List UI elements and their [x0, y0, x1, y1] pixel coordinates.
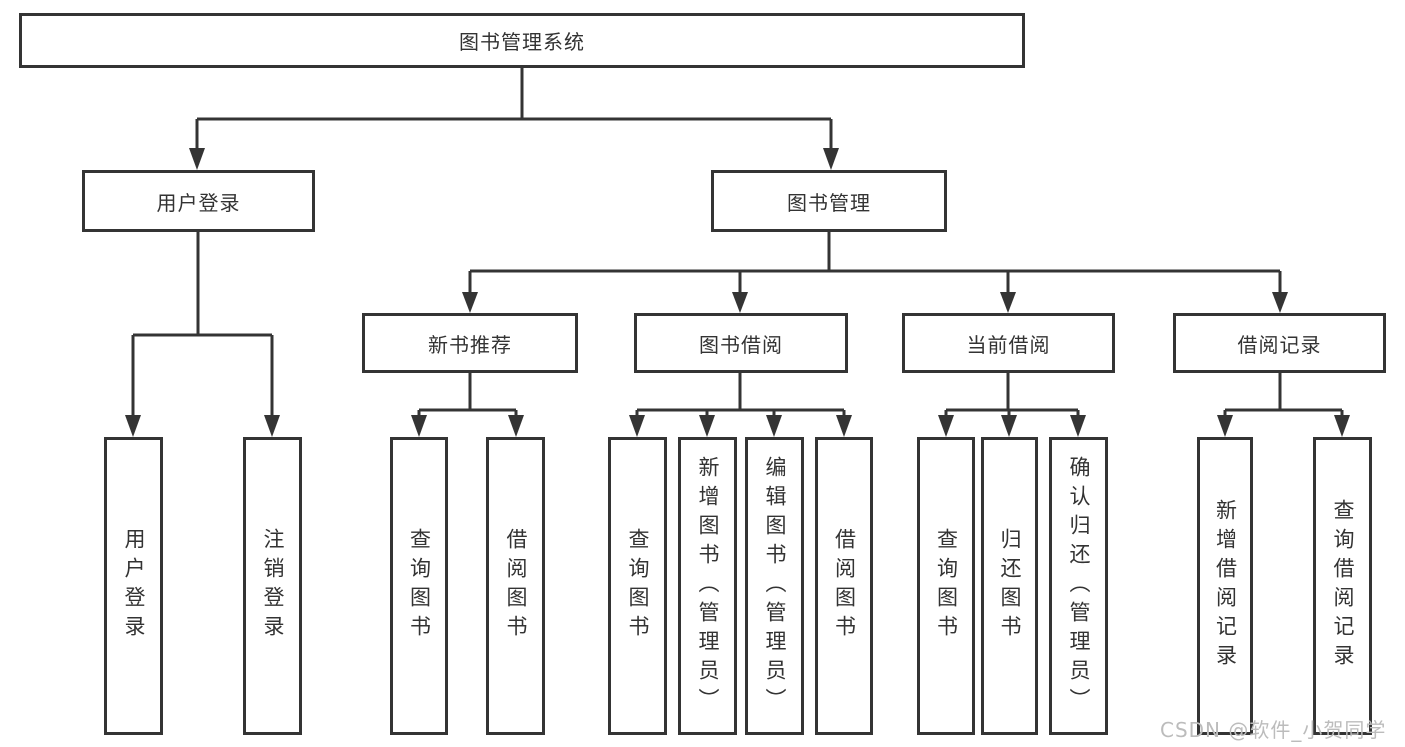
node-root: 图书管理系统 [19, 13, 1025, 68]
leaf-recommend-borrow-books: 借阅图书 [486, 437, 545, 735]
watermark: CSDN @软件_小贺同学 [1160, 718, 1387, 742]
node-borrow-records: 借阅记录 [1173, 313, 1386, 373]
leaf-current-query-books-label: 查询图书 [934, 528, 959, 644]
node-book-borrow-label: 图书借阅 [699, 332, 783, 357]
leaf-edit-book-admin-label: 编辑图书（管理员） [763, 455, 787, 717]
leaf-borrow-query-books: 查询图书 [608, 437, 667, 735]
leaf-add-book-admin: 新增图书（管理员） [678, 437, 737, 735]
leaf-return-books-label: 归还图书 [998, 528, 1022, 644]
node-new-book-recommend: 新书推荐 [362, 313, 578, 373]
leaf-recommend-query-books: 查询图书 [390, 437, 448, 735]
node-user-login: 用户登录 [82, 170, 315, 232]
leaf-logout: 注销登录 [243, 437, 302, 735]
leaf-query-borrow-record-label: 查询借阅记录 [1331, 499, 1355, 673]
node-book-borrow: 图书借阅 [634, 313, 848, 373]
node-root-label: 图书管理系统 [459, 30, 585, 54]
leaf-borrow-query-books-label: 查询图书 [626, 528, 650, 644]
leaf-confirm-return-admin-label: 确认归还（管理员） [1067, 455, 1091, 717]
leaf-confirm-return-admin: 确认归还（管理员） [1049, 437, 1108, 735]
node-book-management-label: 图书管理 [787, 190, 871, 215]
leaf-add-borrow-record-label: 新增借阅记录 [1213, 499, 1238, 673]
leaf-borrow-borrow-books-label: 借阅图书 [832, 528, 857, 644]
node-current-borrow-label: 当前借阅 [966, 332, 1051, 357]
leaf-user-login: 用户登录 [104, 437, 163, 735]
node-book-management: 图书管理 [711, 170, 947, 232]
node-user-login-label: 用户登录 [156, 190, 241, 215]
leaf-return-books: 归还图书 [981, 437, 1038, 735]
node-new-book-recommend-label: 新书推荐 [428, 332, 512, 357]
node-borrow-records-label: 借阅记录 [1237, 332, 1322, 357]
leaf-add-borrow-record: 新增借阅记录 [1197, 437, 1253, 735]
node-current-borrow: 当前借阅 [902, 313, 1115, 373]
leaf-add-book-admin-label: 新增图书（管理员） [696, 455, 720, 717]
leaf-query-borrow-record: 查询借阅记录 [1313, 437, 1372, 735]
leaf-edit-book-admin: 编辑图书（管理员） [745, 437, 804, 735]
leaf-recommend-borrow-books-label: 借阅图书 [504, 528, 528, 644]
leaf-current-query-books: 查询图书 [917, 437, 975, 735]
leaf-borrow-borrow-books: 借阅图书 [815, 437, 873, 735]
leaf-user-login-label: 用户登录 [122, 528, 146, 644]
leaf-logout-label: 注销登录 [261, 528, 285, 644]
leaf-recommend-query-books-label: 查询图书 [407, 528, 432, 644]
